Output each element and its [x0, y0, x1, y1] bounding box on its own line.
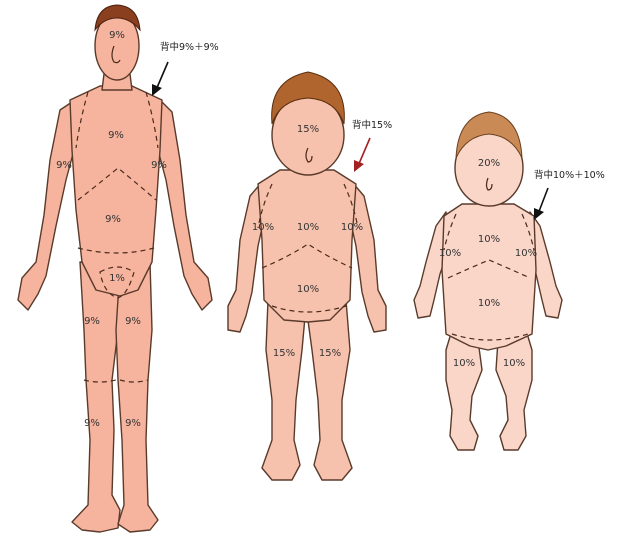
adult-right-arm-label: 9% [151, 160, 167, 171]
adult-figure: 9% 9% 9% 9% 9% 1% 9% 9% 9% 9% 背中9%＋9% [18, 5, 219, 532]
adult-left-leg-label: 9% [84, 418, 100, 429]
infant-back-label: 背中10%＋10% [534, 169, 605, 181]
infant-head-label: 20% [478, 158, 500, 169]
infant-chest-label: 10% [478, 234, 500, 245]
adult-right-thigh-label: 9% [125, 316, 141, 327]
child-chest-label: 10% [297, 222, 319, 233]
adult-head-label: 9% [109, 30, 125, 41]
adult-right-leg [116, 262, 158, 532]
infant-right-arm-label: 10% [515, 248, 537, 259]
child-torso [258, 170, 356, 322]
infant-torso [442, 204, 536, 350]
child-left-leg-label: 15% [273, 348, 295, 359]
infant-left-leg-label: 10% [453, 358, 475, 369]
child-abdomen-label: 10% [297, 284, 319, 295]
adult-left-arm-label: 9% [56, 160, 72, 171]
infant-right-leg-label: 10% [503, 358, 525, 369]
child-right-leg [306, 300, 352, 480]
child-head-label: 15% [297, 124, 319, 135]
adult-right-arm [158, 100, 212, 310]
child-left-arm-label: 10% [252, 222, 274, 233]
child-back-arrow [358, 138, 370, 166]
child-left-leg [262, 300, 306, 480]
child-figure: 15% 10% 10% 10% 10% 15% 15% 背中15% [228, 72, 392, 480]
infant-right-leg [496, 330, 532, 450]
child-right-arm-label: 10% [341, 222, 363, 233]
infant-back-arrow [538, 188, 548, 214]
child-right-leg-label: 15% [319, 348, 341, 359]
child-back-label: 背中15% [352, 119, 392, 131]
adult-right-leg-label: 9% [125, 418, 141, 429]
adult-left-arm [18, 100, 75, 310]
adult-abdomen-label: 9% [105, 214, 121, 225]
adult-left-leg [72, 262, 120, 532]
adult-genital-label: 1% [109, 273, 125, 284]
infant-figure: 20% 10% 10% 10% 10% 10% 10% 背中10%＋10% [414, 112, 605, 450]
adult-chest-label: 9% [108, 130, 124, 141]
infant-left-arm-label: 10% [439, 248, 461, 259]
adult-torso [70, 86, 162, 296]
adult-back-label: 背中9%＋9% [160, 41, 219, 53]
adult-back-arrow [156, 62, 168, 90]
infant-abdomen-label: 10% [478, 298, 500, 309]
adult-left-thigh-label: 9% [84, 316, 100, 327]
